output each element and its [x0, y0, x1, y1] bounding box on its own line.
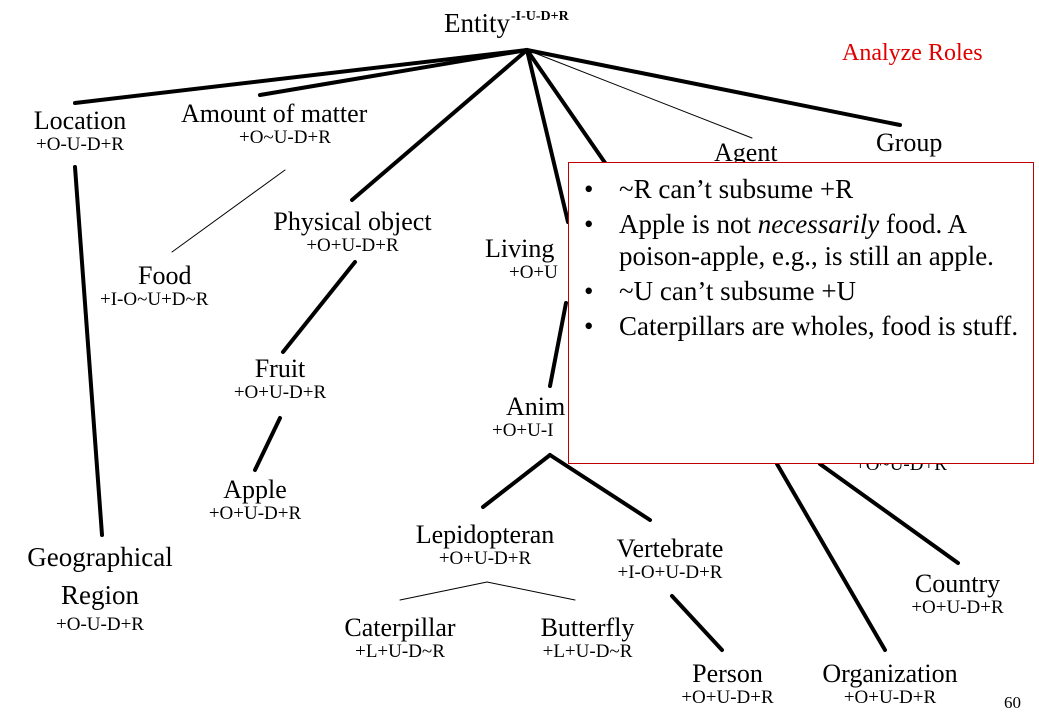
- edge-entity-agent: [526, 49, 753, 139]
- node-name: Person: [692, 659, 763, 688]
- node-name: Amount of matter: [181, 99, 368, 128]
- node-name: Group: [876, 128, 943, 157]
- node-location: Location +O-U-D+R: [20, 107, 140, 155]
- callout-text: Apple is not: [619, 209, 758, 239]
- node-meta: +O~U-D+R: [239, 127, 331, 148]
- node-meta: +O+U-D+R: [911, 597, 1004, 618]
- node-meta: +L+U-D~R: [355, 641, 445, 662]
- node-meta: +O+U-D+R: [438, 548, 532, 569]
- entity-meta: -I-U-D+R: [511, 9, 569, 24]
- callout-list: ~R can’t subsume +R Apple is not necessa…: [569, 163, 1033, 342]
- node-name: Anim: [506, 392, 566, 421]
- node-food: Food +I-O~U+D~R: [100, 262, 260, 310]
- edge-physical-object-fruit: [281, 260, 357, 354]
- edge-location-geographical-region: [73, 165, 104, 537]
- edge-group-organization: [775, 462, 887, 652]
- node-meta: +O+U-D+R: [681, 687, 774, 708]
- node-name: Country: [914, 569, 1001, 598]
- node-meta: +I-O+U-D+R: [617, 562, 723, 583]
- callout-box: ~R can’t subsume +R Apple is not necessa…: [568, 162, 1034, 464]
- node-animal: Anim +O+U-I: [492, 393, 565, 441]
- node-meta: +L+U-D~R: [542, 641, 633, 662]
- node-name: Location: [33, 106, 127, 135]
- edge-entity-location: [73, 48, 529, 105]
- node-meta: +O-U-D+R: [36, 134, 124, 155]
- node-person: Person +O+U-D+R: [655, 660, 800, 708]
- edge-fruit-apple: [253, 416, 282, 472]
- node-name: Food: [138, 261, 192, 290]
- edge-entity-amount-of-matter: [258, 48, 529, 97]
- edge-group-country: [818, 462, 960, 565]
- callout-item: Apple is not necessarily food. A poison-…: [584, 208, 1021, 272]
- callout-text: Caterpillars are wholes, food is stuff.: [619, 311, 1019, 341]
- node-meta: +I-O~U+D~R: [100, 289, 209, 310]
- node-country: Country +O+U-D+R: [885, 570, 1030, 618]
- node-name-line-2: Region: [61, 580, 139, 610]
- node-meta: +O+U-I: [492, 420, 554, 441]
- edge-living-animal: [548, 301, 568, 388]
- callout-text-tail: food. A poison-apple, e.g., is still an …: [619, 209, 994, 271]
- page-title: Entity-I-U-D+R: [444, 8, 569, 39]
- entity-label: Entity: [444, 8, 510, 38]
- node-geographical-region: Geographical Region +O-U-D+R: [5, 540, 195, 635]
- node-name: Living: [485, 234, 555, 263]
- page-number: 60: [1004, 693, 1021, 712]
- analyze-roles-label: Analyze Roles: [842, 40, 983, 66]
- callout-item: Caterpillars are wholes, food is stuff.: [584, 310, 1021, 342]
- node-apple: Apple +O+U-D+R: [180, 476, 330, 524]
- node-name: Lepidopteran: [415, 520, 555, 549]
- edge-lepidopteran-caterpillar: [399, 581, 488, 601]
- node-butterfly: Butterfly +L+U-D~R: [510, 614, 665, 662]
- callout-text: ~U can’t subsume +U: [619, 276, 857, 306]
- node-organization: Organization +O+U-D+R: [800, 660, 980, 708]
- node-name: Organization: [822, 659, 958, 688]
- node-name: Caterpillar: [344, 613, 456, 642]
- node-name: Vertebrate: [616, 534, 724, 563]
- edge-entity-physical-object: [350, 48, 529, 202]
- node-meta: +O+U-D+R: [843, 687, 937, 708]
- callout-item: ~R can’t subsume +R: [584, 173, 1021, 205]
- node-name: Geographical: [27, 542, 173, 572]
- node-agent: Agent: [714, 139, 778, 167]
- node-meta: +O+U-D+R: [233, 382, 327, 403]
- edge-lepidopteran-butterfly: [486, 581, 576, 601]
- node-name: Physical object: [273, 207, 432, 236]
- callout-emphasis: necessarily: [757, 209, 880, 239]
- edge-entity-living: [525, 48, 570, 224]
- callout-text: ~R can’t subsume +R: [619, 174, 854, 204]
- edge-animal-vertebrate: [548, 453, 652, 522]
- node-vertebrate: Vertebrate +I-O+U-D+R: [590, 535, 750, 583]
- node-living: Living +O+U: [485, 235, 558, 283]
- node-group: Group: [876, 129, 942, 157]
- node-name: Butterfly: [540, 613, 635, 642]
- edge-vertebrate-person: [670, 594, 724, 652]
- node-meta: +O+U-D+R: [208, 503, 302, 524]
- callout-item: ~U can’t subsume +U: [584, 275, 1021, 307]
- node-meta: +O+U-D+R: [306, 235, 399, 256]
- node-name: Agent: [714, 138, 778, 167]
- node-caterpillar: Caterpillar +L+U-D~R: [320, 614, 480, 662]
- node-meta: +O+U: [509, 262, 558, 283]
- edge-amount-of-matter-food: [171, 169, 286, 253]
- node-name: Apple: [223, 475, 287, 504]
- node-meta: +O-U-D+R: [56, 614, 144, 635]
- node-fruit: Fruit +O+U-D+R: [205, 355, 355, 403]
- node-amount-of-matter: Amount of matter +O~U-D+R: [175, 100, 425, 148]
- edge-entity-living-2: [525, 48, 612, 172]
- node-physical-object: Physical object +O+U-D+R: [240, 208, 465, 256]
- node-lepidopteran: Lepidopteran +O+U-D+R: [395, 521, 575, 569]
- node-name: Fruit: [254, 354, 306, 383]
- edge-animal-lepidopteran: [481, 453, 552, 509]
- edge-entity-group: [525, 48, 902, 127]
